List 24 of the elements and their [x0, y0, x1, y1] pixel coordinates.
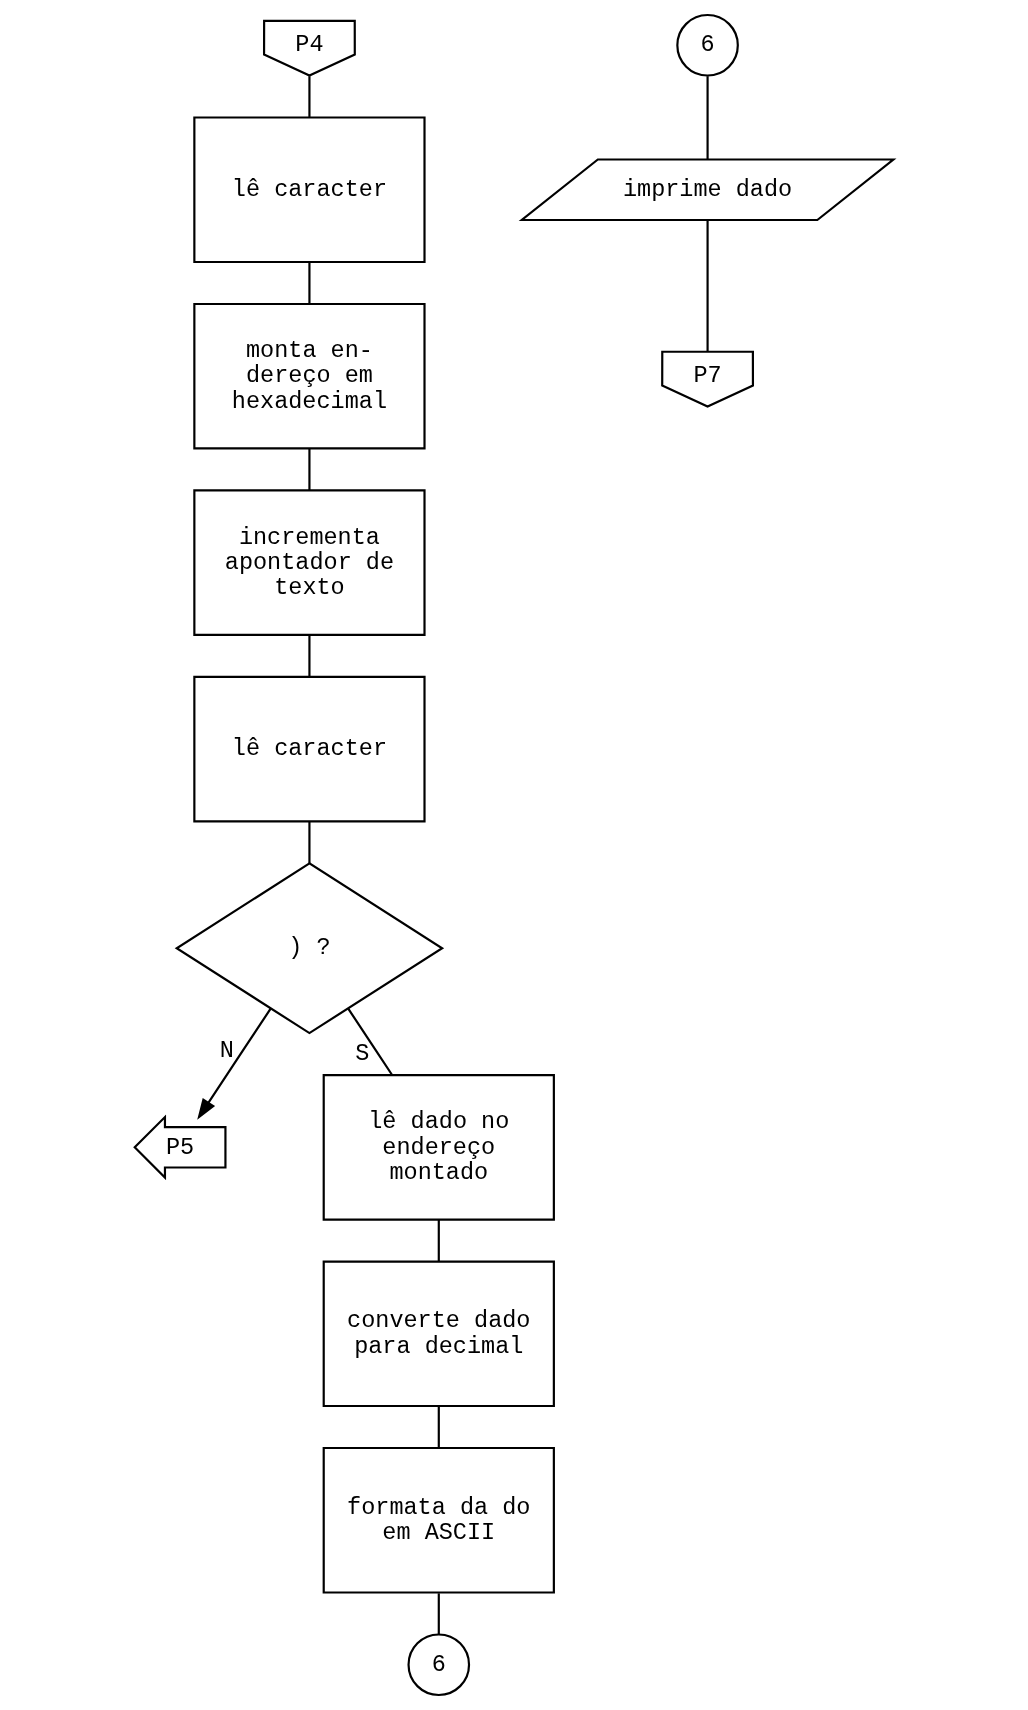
arrow	[197, 1008, 272, 1120]
connector	[437, 1406, 440, 1448]
connector	[706, 76, 709, 160]
connector	[437, 1593, 440, 1635]
node-circle: 6	[407, 1633, 471, 1697]
edge-label: S	[355, 1040, 370, 1068]
edge-label: N	[219, 1037, 234, 1065]
connector	[308, 821, 311, 864]
connector	[308, 448, 311, 491]
connector	[347, 1008, 393, 1076]
connector	[437, 1219, 440, 1262]
node-box: monta en- dereço em hexadecimal	[193, 302, 426, 450]
node-circle: 6	[676, 13, 739, 77]
node-box: lê caracter	[193, 675, 426, 823]
connector	[706, 220, 709, 352]
node-box: lê dado no endereço montado	[322, 1074, 555, 1221]
connector	[308, 262, 311, 304]
node-box: lê caracter	[193, 116, 426, 264]
node-box: converte dado para decimal	[322, 1260, 555, 1408]
node-box: incrementa apontador de texto	[193, 489, 426, 636]
node-diamond: ) ?	[174, 862, 445, 1035]
node-box: formata da do em ASCII	[322, 1446, 555, 1594]
connector	[308, 76, 311, 117]
connector	[308, 635, 311, 677]
